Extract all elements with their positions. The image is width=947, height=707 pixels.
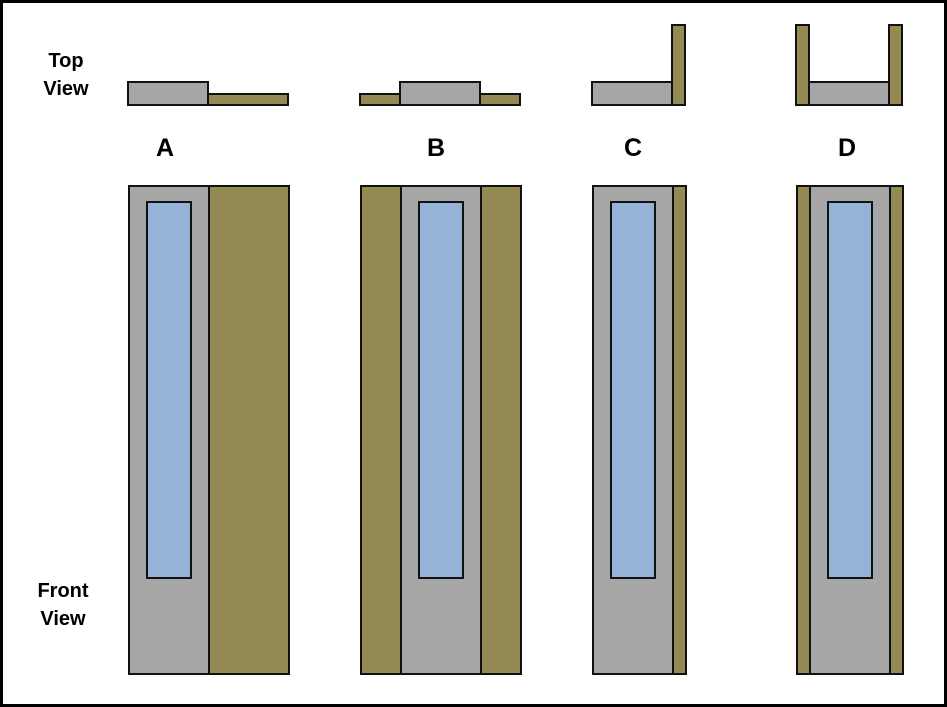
option-c-glass-pane [610,201,656,579]
option-a-front-panel [208,185,290,675]
option-c-front-panel [672,185,687,675]
option-b-front-panel-right [480,185,522,675]
option-c-top-panel [671,24,686,106]
option-a-glass-pane [146,201,192,579]
option-a-top-frame [127,81,209,106]
option-b-top-panel-left [359,93,401,106]
option-b-top-panel-right [479,93,521,106]
option-d-top-frame [807,81,891,106]
option-a-letter: A [155,134,175,162]
option-d-glass-pane [827,201,873,579]
option-b-letter: B [426,134,446,162]
option-a-top-panel [207,93,289,106]
option-b-front-panel-left [360,185,402,675]
option-d-front-panel-left [796,185,811,675]
option-d-top-panel-left [795,24,810,106]
option-d-front-panel-right [889,185,904,675]
option-b-glass-pane [418,201,464,579]
option-c-top-frame [591,81,675,106]
option-d-letter: D [837,134,857,162]
option-b-top-frame [399,81,481,106]
option-d-top-panel-right [888,24,903,106]
option-c-letter: C [623,134,643,162]
